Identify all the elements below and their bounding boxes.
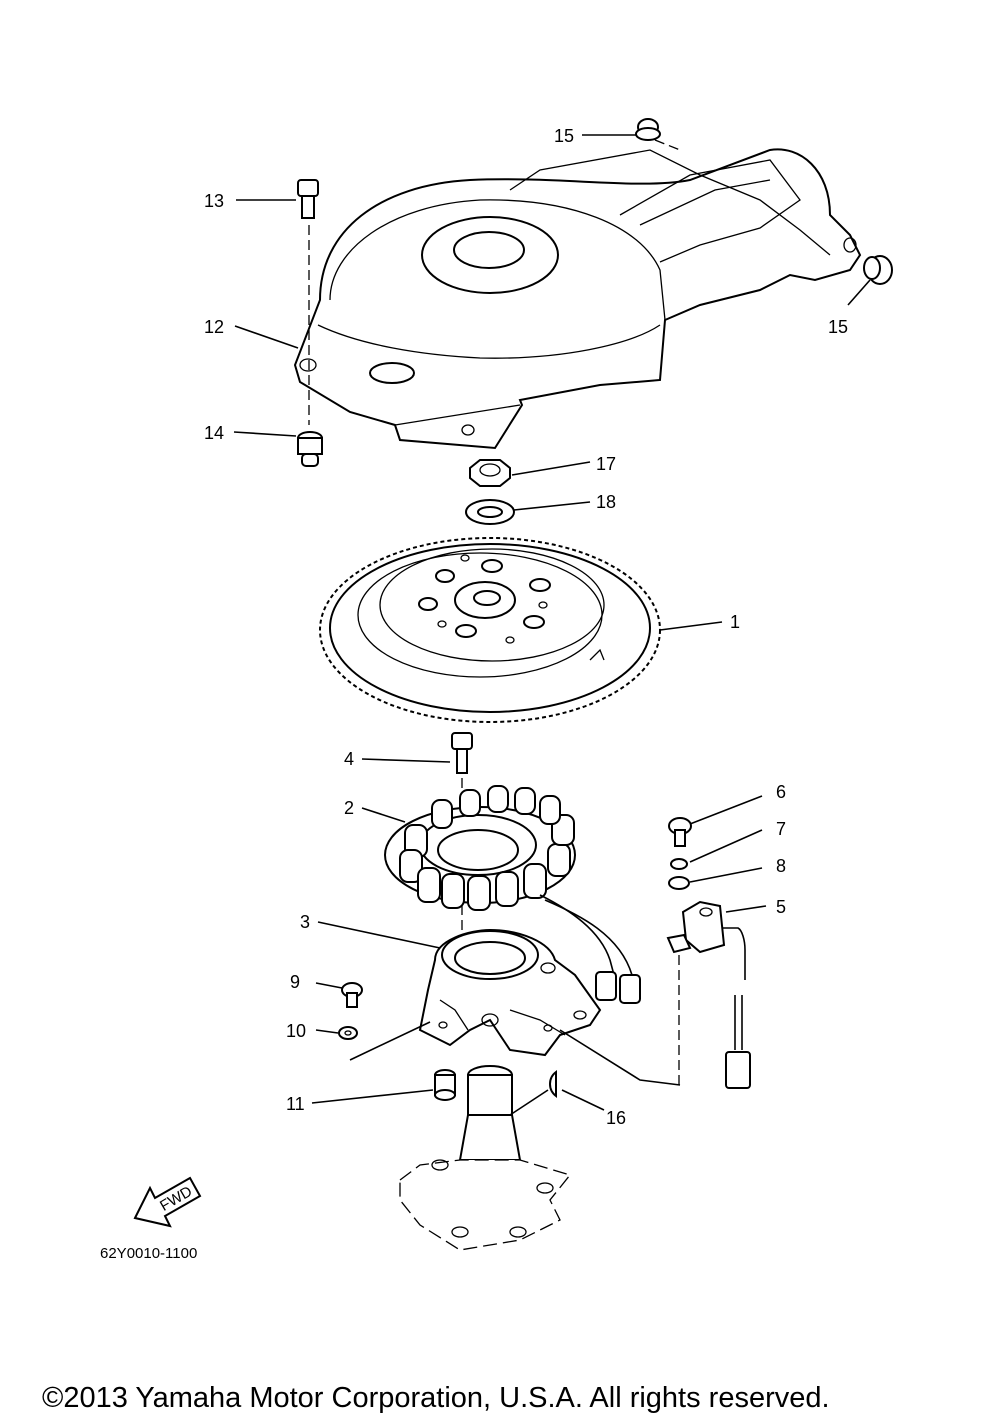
callout-11: 11 (286, 1094, 305, 1114)
callout-3: 3 (300, 912, 310, 932)
callout-18: 18 (596, 492, 616, 512)
screw-9 (341, 982, 363, 1008)
callout-16: 16 (606, 1108, 626, 1128)
base-plate (418, 928, 602, 1057)
callout-9: 9 (290, 972, 300, 992)
callout-14: 14 (204, 423, 224, 443)
washer-8 (668, 876, 690, 890)
nut-17 (469, 459, 511, 487)
callout-7: 7 (776, 819, 786, 839)
flywheel-cover (293, 148, 862, 450)
callout-6: 6 (776, 782, 786, 802)
washer-7 (670, 858, 688, 870)
collar-11 (434, 1069, 456, 1101)
grommet-14 (297, 431, 323, 467)
callout-4: 4 (344, 749, 354, 769)
grommet-15-top (635, 118, 681, 151)
grommet-15-right (863, 255, 893, 285)
forward-arrow-icon: FWD (133, 1176, 202, 1228)
callout-12: 12 (204, 317, 224, 337)
callout-5: 5 (776, 897, 786, 917)
pulser-coil (666, 900, 751, 1089)
callout-10: 10 (286, 1021, 306, 1041)
callout-17: 17 (596, 454, 616, 474)
bolt-13 (297, 179, 319, 425)
callout-15-top: 15 (554, 126, 574, 146)
stator (384, 785, 641, 1004)
callout-13: 13 (204, 191, 224, 211)
leader-lines (233, 134, 871, 1116)
copyright-notice: ©2013 Yamaha Motor Corporation, U.S.A. A… (42, 1382, 830, 1414)
washer-10 (338, 1026, 358, 1040)
callout-1: 1 (730, 612, 740, 632)
screw-6 (668, 817, 692, 847)
washer-18 (465, 499, 515, 525)
callout-labels: 1 2 3 4 5 6 7 8 9 10 11 12 13 14 15 15 1… (204, 126, 848, 1128)
woodruff-key-16 (549, 1069, 557, 1099)
crankshaft (399, 1065, 572, 1251)
callout-8: 8 (776, 856, 786, 876)
diagram-code: 62Y0010-1100 (100, 1245, 197, 1262)
callout-2: 2 (344, 798, 354, 818)
flywheel (319, 537, 661, 723)
callout-15-right: 15 (828, 317, 848, 337)
